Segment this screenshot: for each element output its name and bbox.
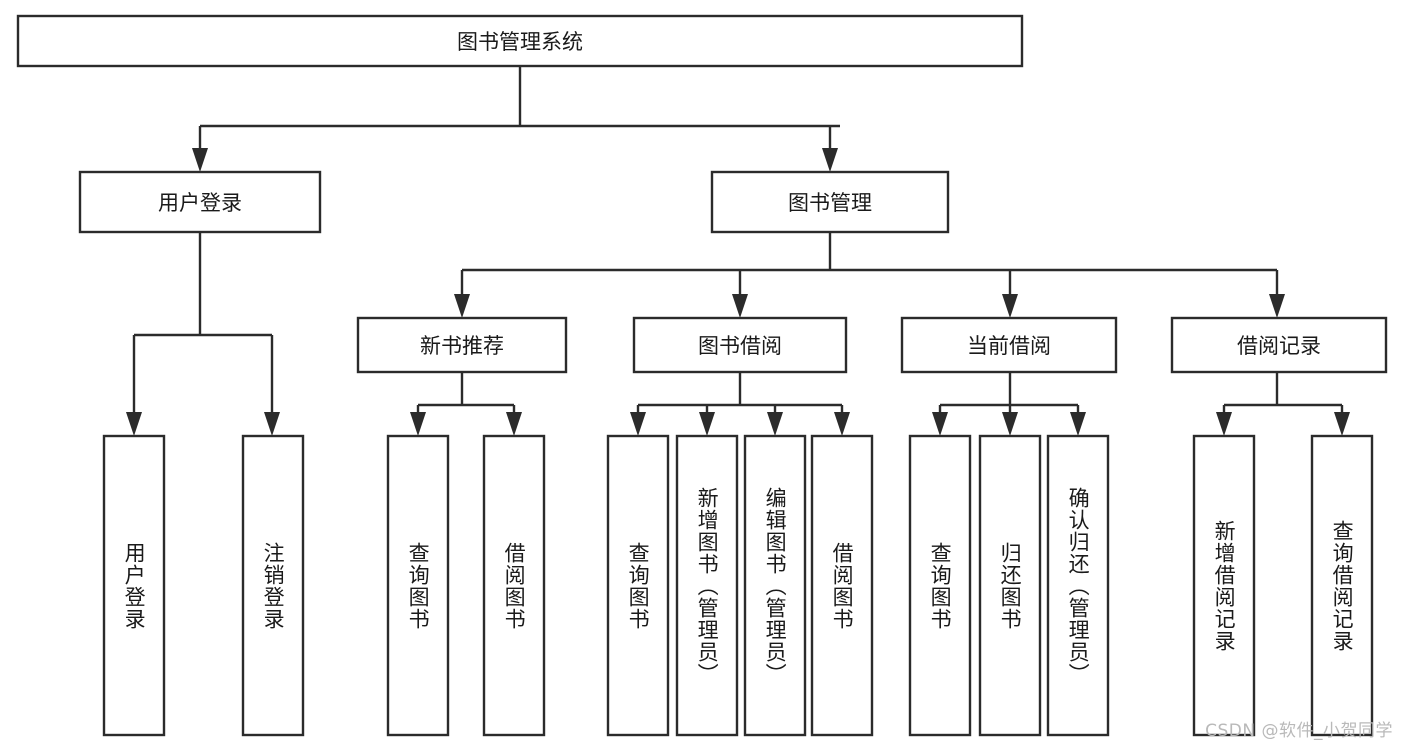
connector-bookborrow-to-leaves [630,372,850,436]
arrow-head-user-login [192,148,208,172]
node-box-borrow-record[interactable] [1170,316,1388,374]
node-box-leaf-query-borrow-record[interactable] [1310,434,1374,737]
node-box-leaf-add-book-admin[interactable] [675,434,739,737]
node-box-leaf-edit-book-admin[interactable] [743,434,807,737]
arrow-head-currentborrow-leaf-2 [1002,412,1018,436]
arrow-head-currentborrow-leaf-3 [1070,412,1086,436]
arrow-head-leaf-logout [264,412,280,436]
arrow-head-newbook-leaf-2 [506,412,522,436]
node-box-leaf-return-book[interactable] [978,434,1042,737]
connector-userlogin-to-leaves [126,232,280,436]
node-box-current-borrow[interactable] [900,316,1118,374]
watermark-text: CSDN @软件_小贺同学 [1205,721,1393,741]
node-box-leaf-query-book-3[interactable] [908,434,972,737]
arrow-head-bookborrow-leaf-3 [767,412,783,436]
node-box-leaf-query-book-1[interactable] [386,434,450,737]
connector-root-to-level2 [192,66,840,172]
connector-bookmanage-to-level3 [454,232,1285,318]
connector-newbook-to-leaves [410,372,522,436]
arrow-head-borrow-record [1269,294,1285,318]
arrow-head-bookborrow-leaf-4 [834,412,850,436]
arrow-head-leaf-user-login [126,412,142,436]
node-box-leaf-query-book-2[interactable] [606,434,670,737]
arrow-head-book-borrow [732,294,748,318]
arrow-head-borrowrecord-leaf-2 [1334,412,1350,436]
arrow-head-new-book-recommend [454,294,470,318]
node-box-leaf-add-borrow-record[interactable] [1192,434,1256,737]
arrow-head-bookborrow-leaf-1 [630,412,646,436]
arrow-head-book-manage [822,148,838,172]
node-box-root[interactable] [16,14,1024,68]
node-box-leaf-borrow-book-2[interactable] [810,434,874,737]
node-box-book-manage[interactable] [710,170,950,234]
arrow-head-bookborrow-leaf-2 [699,412,715,436]
node-box-leaf-logout-login[interactable] [241,434,305,737]
connector-borrowrecord-to-leaves [1216,372,1350,436]
node-box-leaf-borrow-book-1[interactable] [482,434,546,737]
arrow-head-current-borrow [1002,294,1018,318]
node-box-user-login[interactable] [78,170,322,234]
connector-currentborrow-to-leaves [932,372,1086,436]
arrow-head-newbook-leaf-1 [410,412,426,436]
node-box-leaf-user-login[interactable] [102,434,166,737]
arrow-head-borrowrecord-leaf-1 [1216,412,1232,436]
node-box-leaf-confirm-return-admin[interactable] [1046,434,1110,737]
node-box-book-borrow[interactable] [632,316,848,374]
arrow-head-currentborrow-leaf-1 [932,412,948,436]
node-box-new-book-recommend[interactable] [356,316,568,374]
